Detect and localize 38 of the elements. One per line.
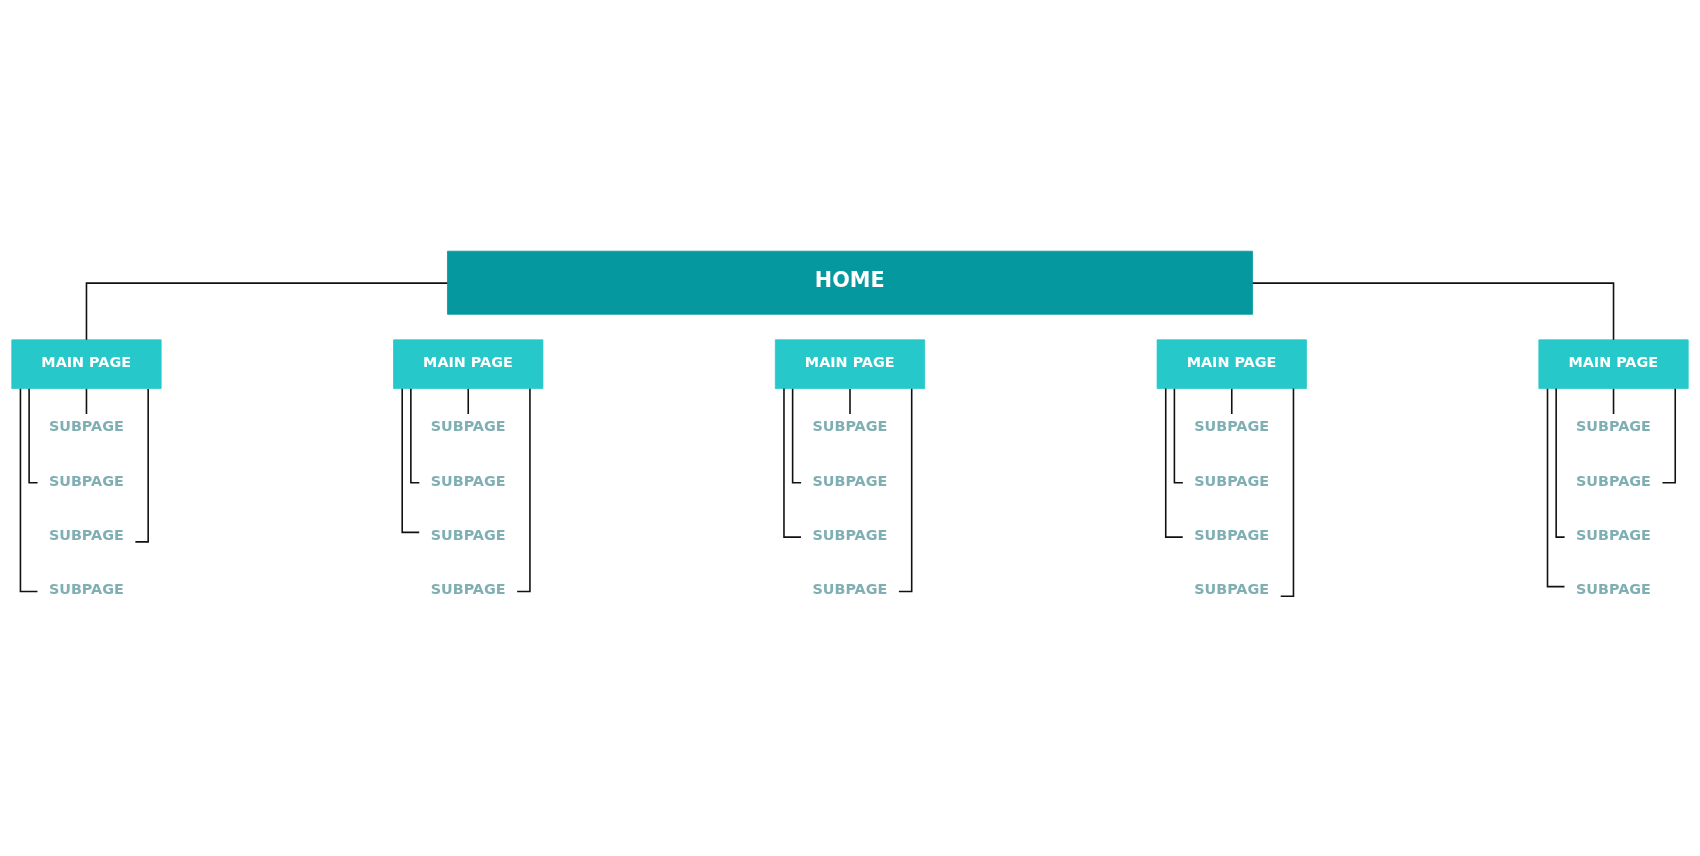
node-text: SUBPAGE <box>812 526 888 543</box>
node-box: MAIN PAGE <box>393 338 544 389</box>
node-box: MAIN PAGE <box>774 338 926 389</box>
node-text: SUBPAGE <box>1575 417 1651 434</box>
connector <box>28 387 39 484</box>
node-box: MAIN PAGE <box>1156 338 1307 389</box>
connector <box>410 387 421 484</box>
node-text: SUBPAGE <box>1575 472 1651 489</box>
node-text: SUBPAGE <box>48 417 124 434</box>
node-text: SUBPAGE <box>812 472 888 489</box>
node-text: SUBPAGE <box>48 580 124 597</box>
node-text: SUBPAGE <box>1194 580 1270 597</box>
node-text: SUBPAGE <box>48 472 124 489</box>
node-text: SUBPAGE <box>1575 526 1651 543</box>
node-text: SUBPAGE <box>1194 526 1270 543</box>
connector <box>1173 387 1184 484</box>
node-text: SUBPAGE <box>1194 472 1270 489</box>
connector <box>791 387 802 484</box>
connector <box>1251 281 1615 340</box>
node-text: SUBPAGE <box>48 526 124 543</box>
connector <box>849 387 851 415</box>
node-text: SUBPAGE <box>430 526 506 543</box>
node-text: SUBPAGE <box>430 417 506 434</box>
connector <box>467 387 470 415</box>
node-text: SUBPAGE <box>430 580 506 597</box>
node-box: MAIN PAGE <box>11 338 162 389</box>
node-text: SUBPAGE <box>1194 417 1270 434</box>
connector <box>85 387 88 415</box>
connector <box>1612 387 1615 415</box>
connector <box>1555 387 1566 538</box>
node-text: SUBPAGE <box>812 580 888 597</box>
node-text: SUBPAGE <box>430 472 506 489</box>
node-text: SUBPAGE <box>812 417 888 434</box>
node-box: HOME <box>447 250 1253 315</box>
node-box: MAIN PAGE <box>1538 338 1689 389</box>
connector <box>85 281 449 340</box>
node-text: SUBPAGE <box>1575 580 1651 597</box>
connector <box>1230 387 1233 415</box>
